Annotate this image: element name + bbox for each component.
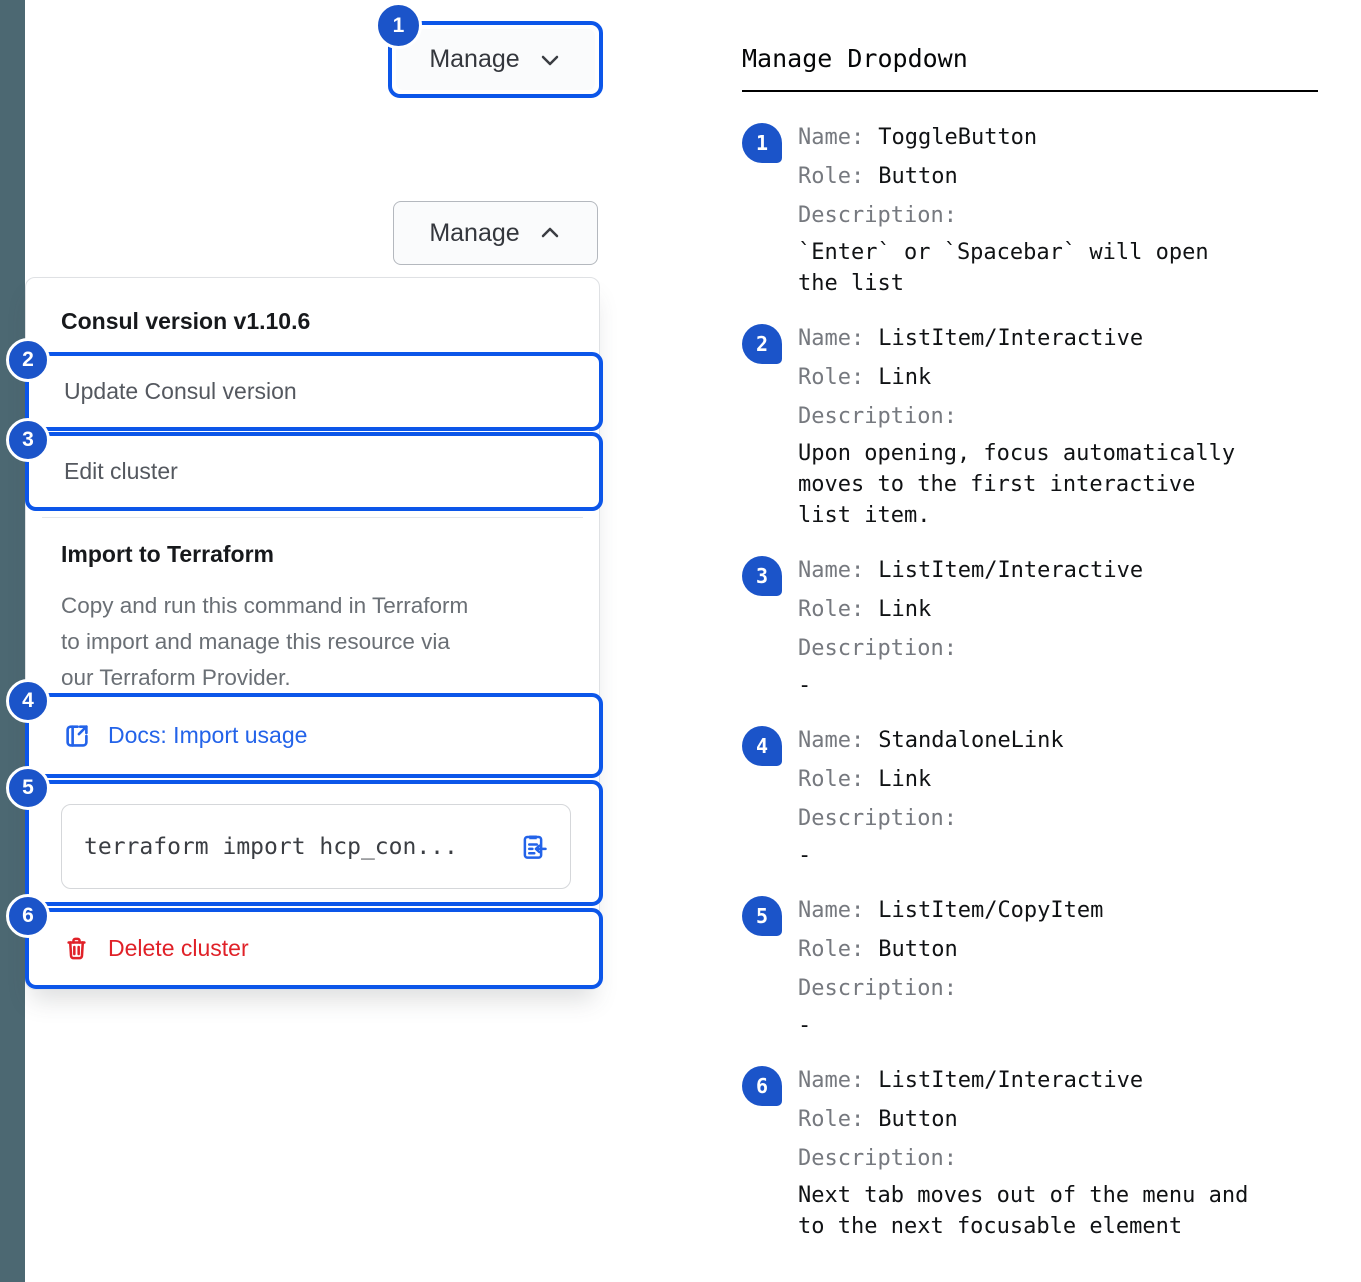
spec-badge-6: 6 — [742, 1066, 782, 1106]
menu-import-description: Copy and run this command in Terraform t… — [61, 593, 469, 690]
role-label: Role: — [798, 1107, 865, 1132]
annotation-badge-4: 4 — [6, 679, 50, 723]
name-value: ListItem/CopyItem — [878, 898, 1104, 923]
spec-panel: Manage Dropdown 1 Name: ToggleButton Role… — [742, 44, 1320, 1262]
spec-badge-1: 1 — [742, 123, 782, 163]
name-label: Name: — [798, 898, 865, 923]
role-value: Button — [878, 164, 958, 189]
description-value: Upon opening, focus automatically moves … — [798, 441, 1236, 528]
spec-entry-6: 6 Name:ListItem/Interactive Role:Button … — [742, 1061, 1320, 1242]
annotation-badge-2: 2 — [6, 338, 50, 382]
role-value: Link — [878, 597, 932, 622]
description-label: Description: — [798, 976, 957, 1001]
annotation-ring-3: Edit cluster — [25, 432, 603, 511]
annotation-badge-5: 5 — [6, 766, 50, 810]
name-label: Name: — [798, 326, 865, 351]
manage-button-label: Manage — [429, 218, 520, 247]
terraform-command-box[interactable]: terraform import hcp_con... — [61, 804, 571, 889]
spec-entry-4: 4 Name: StandaloneLink Role: Link Descript… — [742, 721, 1320, 871]
role-label: Role: — [798, 937, 865, 962]
spec-entry-3: 3 Name: ListItem/Interactive Role: Link De… — [742, 551, 1320, 701]
name-label: Name: — [798, 728, 865, 753]
menu-divider — [42, 517, 583, 518]
manage-button-label: Manage — [429, 45, 520, 73]
manage-button-collapsed[interactable]: Manage — [396, 29, 595, 90]
annotation-badge-1: 1 — [375, 2, 422, 49]
description-label: Description: — [798, 203, 957, 228]
role-label: Role: — [798, 164, 865, 189]
copy-clipboard-icon[interactable] — [518, 832, 548, 862]
role-label: Role: — [798, 767, 865, 792]
annotation-ring-4: Docs: Import usage — [25, 693, 603, 778]
role-value: Link — [878, 365, 932, 390]
name-value: ListItem/Interactive — [878, 326, 1144, 351]
chevron-down-icon — [541, 55, 558, 65]
delete-cluster-item[interactable]: Delete cluster — [108, 935, 249, 961]
chevron-up-icon — [541, 227, 558, 238]
docs-import-link[interactable]: Docs: Import usage — [108, 722, 308, 748]
name-value: ToggleButton — [878, 125, 1038, 150]
external-link-icon — [66, 724, 88, 747]
spec-divider — [742, 90, 1318, 92]
manage-button-expanded[interactable]: Manage — [393, 201, 598, 265]
name-label: Name: — [798, 558, 865, 583]
spec-title: Manage Dropdown — [742, 44, 968, 73]
name-label: Name: — [798, 125, 865, 150]
spec-badge-2: 2 — [742, 324, 782, 364]
spec-badge-5: 5 — [742, 896, 782, 936]
menu-item-edit-cluster[interactable]: Edit cluster — [64, 458, 178, 484]
menu-version-header: Consul version v1.10.6 — [61, 308, 311, 334]
menu-import-header: Import to Terraform — [61, 541, 274, 567]
name-value: StandaloneLink — [878, 728, 1064, 753]
annotation-ring-1: Manage — [388, 21, 603, 98]
spec-badge-4: 4 — [742, 726, 782, 766]
description-label: Description: — [798, 636, 957, 661]
role-value: Button — [878, 937, 958, 962]
description-value: - — [798, 843, 812, 868]
annotation-badge-3: 3 — [6, 418, 50, 462]
role-label: Role: — [798, 365, 865, 390]
description-value: Next tab moves out of the menu and to th… — [798, 1183, 1249, 1239]
annotation-ring-6: Delete cluster — [25, 908, 603, 989]
sidebar-strip — [0, 0, 25, 1282]
spec-entry-1: 1 Name: ToggleButton Role: Button Descript… — [742, 118, 1320, 299]
name-value: ListItem/Interactive — [878, 558, 1144, 583]
terraform-command-text: terraform import hcp_con... — [84, 833, 458, 860]
name-label: Name: — [798, 1068, 865, 1093]
spec-entries: 1 Name: ToggleButton Role: Button Descript… — [742, 118, 1320, 1242]
spec-entry-2: 2 Name: ListItem/Interactive Role: Link De… — [742, 319, 1320, 531]
annotation-ring-5: terraform import hcp_con... — [25, 780, 603, 906]
spec-entry-5: 5 Name: ListItem/CopyItem Role: Button Des… — [742, 891, 1320, 1041]
menu-item-update-consul[interactable]: Update Consul version — [64, 378, 297, 404]
annotation-badge-6: 6 — [6, 894, 50, 938]
role-value: Link — [878, 767, 932, 792]
description-label: Description: — [798, 1146, 957, 1171]
role-value: Button — [878, 1107, 958, 1132]
description-label: Description: — [798, 404, 957, 429]
name-value: ListItem/Interactive — [878, 1068, 1144, 1093]
description-value: - — [798, 1013, 812, 1038]
description-value: - — [798, 673, 812, 698]
spec-badge-3: 3 — [742, 556, 782, 596]
trash-icon — [67, 937, 86, 960]
annotation-ring-2: Update Consul version — [25, 352, 603, 431]
role-label: Role: — [798, 597, 865, 622]
description-label: Description: — [798, 806, 957, 831]
description-value: `Enter` or `Spacebar` will open the list — [798, 240, 1209, 296]
